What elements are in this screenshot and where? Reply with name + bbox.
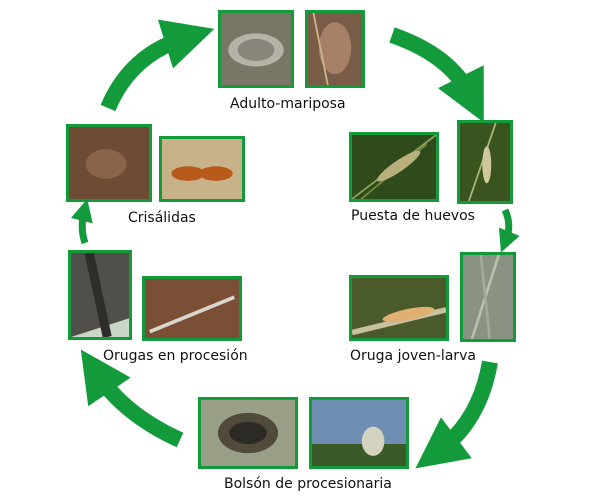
eggs-photo-1 bbox=[349, 132, 439, 202]
arrow-larva-to-nest bbox=[415, 360, 498, 469]
arrow-pupae-to-adult bbox=[100, 19, 215, 112]
adult-moth-photo-2 bbox=[305, 10, 365, 88]
pupae-photo-2 bbox=[159, 136, 245, 202]
stage-label-nest: Bolsón de procesionaria bbox=[224, 476, 392, 492]
procession-photo-1 bbox=[68, 250, 132, 340]
stage-label-adult: Adulto-mariposa bbox=[230, 96, 346, 112]
adult-moth-photo-1 bbox=[218, 10, 294, 88]
eggs-photo-2 bbox=[457, 120, 513, 204]
arrow-adult-to-eggs bbox=[389, 27, 484, 123]
arrow-procession-to-pupae bbox=[70, 198, 93, 245]
nest-photo-1 bbox=[198, 397, 298, 469]
stage-label-pupae: Crisálidas bbox=[128, 210, 196, 226]
arrow-eggs-to-larva bbox=[498, 208, 520, 253]
larva-photo-2 bbox=[460, 252, 516, 342]
procession-photo-2 bbox=[142, 276, 242, 341]
stage-label-eggs: Puesta de huevos bbox=[351, 208, 475, 224]
pupae-photo-1 bbox=[66, 124, 152, 202]
larva-photo-1 bbox=[349, 275, 449, 341]
nest-photo-2 bbox=[309, 397, 409, 469]
stage-label-procession: Orugas en procesión bbox=[103, 348, 248, 364]
stage-label-larva: Oruga joven-larva bbox=[350, 348, 476, 364]
arrow-nest-to-procession bbox=[80, 349, 184, 448]
